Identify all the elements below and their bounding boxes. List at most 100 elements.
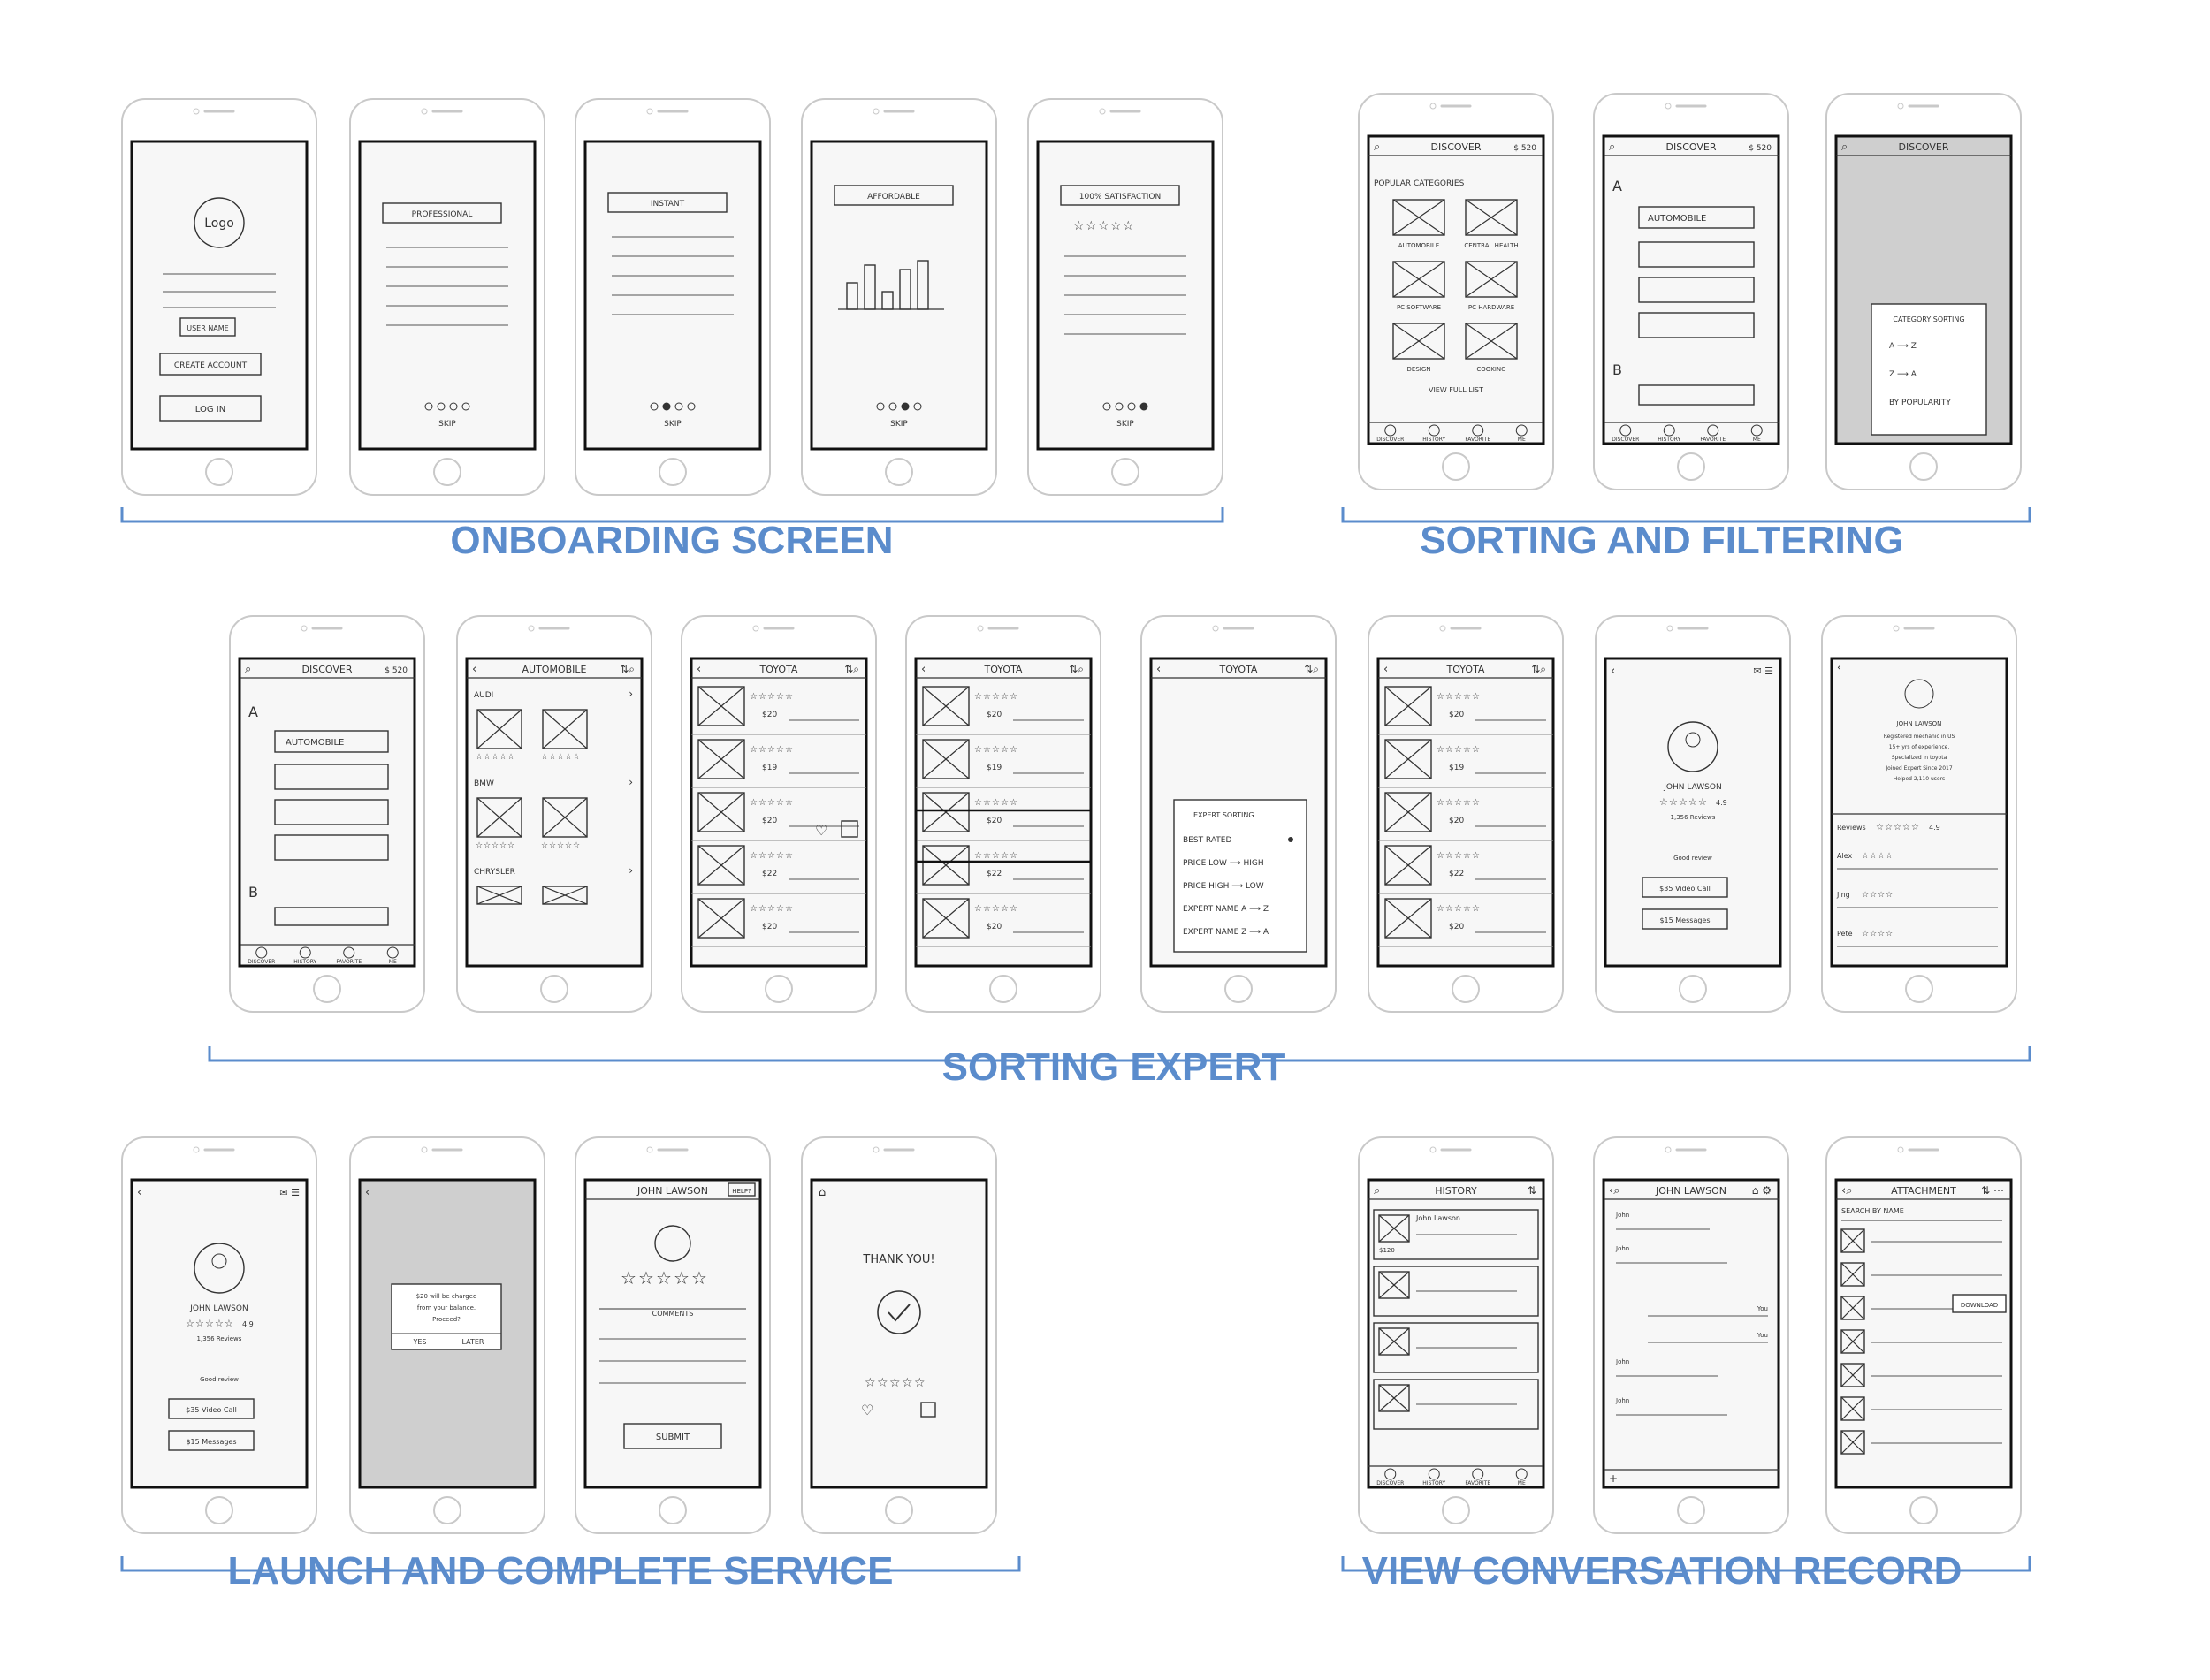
bio-line: 15+ yrs of experience. <box>1889 744 1950 750</box>
expert-name: JOHN LAWSON <box>189 1304 248 1313</box>
image-cross <box>1840 1363 1865 1387</box>
star-icon: ☆ <box>767 798 775 808</box>
image-cross <box>1465 323 1518 360</box>
screen-title: DISCOVER <box>302 664 353 675</box>
image-placeholder <box>1384 739 1432 779</box>
phone-camera <box>873 1146 880 1153</box>
image-placeholder <box>1384 845 1432 886</box>
video-call-text: $35 Video Call <box>186 1406 237 1414</box>
star-icon: ☆ <box>549 841 556 850</box>
skip-text: SKIP <box>890 420 908 429</box>
section-bracket <box>1341 1556 2031 1572</box>
avatar-head <box>211 1253 227 1269</box>
section-label-launch-complete: LAUNCH AND COMPLETE SERVICE <box>228 1549 894 1593</box>
share-icon: ✉ ☰ <box>279 1187 300 1198</box>
home-button <box>1452 975 1480 1003</box>
image-placeholder <box>1378 1384 1410 1412</box>
headline-text: PROFESSIONAL <box>412 210 473 219</box>
create-account-box <box>159 353 262 376</box>
image-placeholder <box>1392 261 1445 298</box>
tab-icon <box>255 946 268 959</box>
price-text: $20 <box>987 923 1002 931</box>
header-icon: ⌂ ⚙ <box>1752 1184 1772 1197</box>
star-icon: ☆ <box>541 841 548 850</box>
history-card <box>1373 1322 1539 1373</box>
category-label: CENTRAL HEALTH <box>1464 242 1518 249</box>
star-icon: ☆ <box>1436 798 1444 808</box>
expert-sort-dialog <box>1173 799 1307 953</box>
expert-sort-title: EXPERT SORTING <box>1193 811 1254 819</box>
selected-row <box>914 809 1093 863</box>
phone-camera <box>646 108 653 115</box>
star-icon: ☆ <box>1472 798 1480 808</box>
messages-box <box>1642 908 1728 930</box>
star-icon: ☆ <box>983 798 991 808</box>
star-icon: ☆ <box>507 753 514 762</box>
star-icon: ☆ <box>1876 823 1884 832</box>
image-placeholder <box>1378 1327 1410 1356</box>
image-cross <box>542 797 588 838</box>
logo-text: Logo <box>204 217 234 231</box>
star-icon: ☆ <box>499 841 507 850</box>
phone-camera <box>1893 625 1900 632</box>
image-placeholder <box>922 792 970 832</box>
image-placeholder <box>697 792 745 832</box>
phone-screen <box>690 657 868 968</box>
star-icon: ☆ <box>573 841 580 850</box>
home-button <box>433 1496 461 1524</box>
headline-box <box>382 202 502 224</box>
tab-label: ME <box>389 959 397 965</box>
star-icon: ☆ <box>1454 745 1462 755</box>
image-cross <box>476 797 522 838</box>
star-icon: ☆ <box>1878 852 1885 861</box>
sort-option: Z ⟶ A <box>1889 370 1917 379</box>
star-icon: ☆ <box>476 753 483 762</box>
star-icon: ☆ <box>758 851 766 861</box>
star-icon: ☆ <box>877 1376 888 1390</box>
phone-camera <box>646 1146 653 1153</box>
tab-label: DISCOVER <box>1376 1480 1404 1486</box>
skip-text: SKIP <box>1116 420 1134 429</box>
star-icon: ☆ <box>767 692 775 702</box>
expert-sort-option: BEST RATED <box>1183 836 1231 845</box>
image-cross <box>697 845 745 886</box>
phone-screen <box>238 657 416 968</box>
back-icon: ‹ <box>921 663 926 676</box>
price-text: $20 <box>762 817 777 825</box>
star-icon: ☆ <box>983 851 991 861</box>
back-icon: ⌕ <box>1609 141 1615 154</box>
image-cross <box>697 898 745 939</box>
star-icon: ☆ <box>1454 692 1462 702</box>
star-icon: ☆ <box>1001 745 1009 755</box>
image-cross <box>1840 1228 1865 1253</box>
video-call-box <box>1642 877 1728 898</box>
star-icon: ☆ <box>974 904 982 914</box>
headline-text: INSTANT <box>651 200 685 209</box>
back-icon: ⌕ <box>245 663 251 676</box>
back-icon: ‹ <box>1156 663 1161 676</box>
home-button <box>989 975 1017 1003</box>
image-placeholder <box>1384 686 1432 726</box>
star-icon: ☆ <box>750 745 758 755</box>
dialog-line: $20 will be charged <box>416 1293 477 1300</box>
logo-circle <box>194 197 245 248</box>
later-button-text: LATER <box>462 1338 484 1346</box>
back-icon: ⌕ <box>1841 141 1848 154</box>
chevron-right-icon: › <box>629 864 633 877</box>
reviewer-name: Alex <box>1837 852 1852 860</box>
star-icon: ☆ <box>1463 692 1471 702</box>
image-cross <box>922 845 970 886</box>
view-full-list-text: VIEW FULL LIST <box>1429 386 1483 394</box>
image-placeholder <box>697 739 745 779</box>
phone-camera <box>1429 1146 1436 1153</box>
headline-text: 100% SATISFACTION <box>1079 193 1161 201</box>
star-icon: ☆ <box>1886 930 1893 939</box>
back-icon: ⌕ <box>1374 141 1380 154</box>
phone-camera <box>873 108 880 115</box>
tab-icon <box>1384 1468 1397 1480</box>
star-icon: ☆ <box>1886 852 1893 861</box>
back-icon: ‹ <box>137 1186 141 1199</box>
star-icon: ☆ <box>1445 851 1453 861</box>
reviewer-name: Pete <box>1837 930 1853 938</box>
